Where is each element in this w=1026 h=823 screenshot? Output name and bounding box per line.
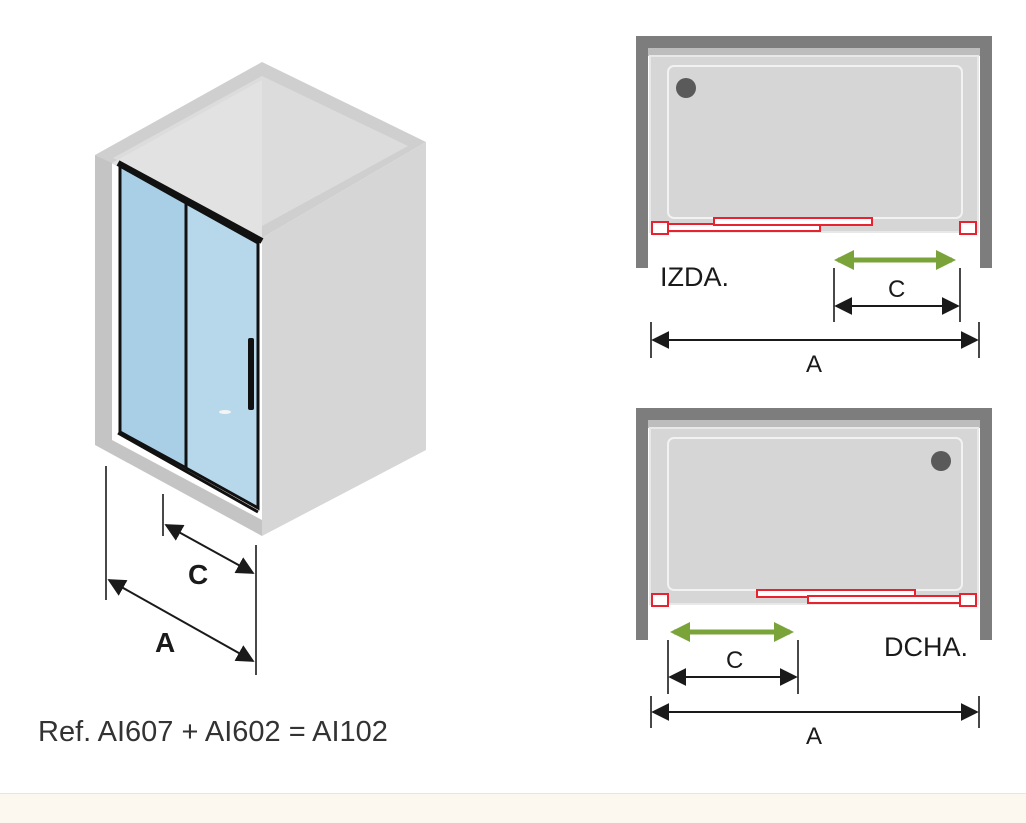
iso-dimension-a-line bbox=[107, 579, 255, 662]
plan-dcha-tray bbox=[649, 427, 979, 605]
iso-left-wall bbox=[95, 155, 262, 536]
footer-strip bbox=[0, 793, 1026, 823]
plan-izda: IZDA. C A bbox=[636, 36, 992, 378]
iso-label-c: C bbox=[188, 559, 208, 590]
reference-text: Ref. AI607 + AI602 = AI102 bbox=[38, 716, 388, 748]
iso-door-handle bbox=[248, 338, 254, 410]
plan-izda-sliding-panel bbox=[713, 217, 873, 226]
plan-dcha: DCHA. C A bbox=[636, 408, 992, 750]
plan-dcha-label-c: C bbox=[726, 647, 743, 674]
isometric-shower bbox=[95, 62, 426, 536]
plan-izda-label-a: A bbox=[806, 351, 822, 378]
plan-dcha-fixed-panel bbox=[807, 595, 961, 604]
plan-izda-label-c: C bbox=[888, 276, 905, 303]
plan-dcha-side-label: DCHA. bbox=[884, 632, 968, 662]
plan-izda-tray bbox=[649, 55, 979, 233]
plan-dcha-drain-icon bbox=[931, 451, 951, 471]
plan-dcha-label-a: A bbox=[806, 723, 822, 750]
iso-dimensions: C A bbox=[105, 466, 257, 675]
plan-izda-side-label: IZDA. bbox=[660, 262, 729, 292]
iso-label-a: A bbox=[155, 627, 175, 658]
iso-glass-fixed bbox=[118, 163, 188, 471]
plan-izda-drain-icon bbox=[676, 78, 696, 98]
iso-right-face bbox=[262, 142, 426, 536]
iso-glass-sliding bbox=[184, 200, 260, 511]
iso-dimension-c-line bbox=[164, 524, 255, 574]
